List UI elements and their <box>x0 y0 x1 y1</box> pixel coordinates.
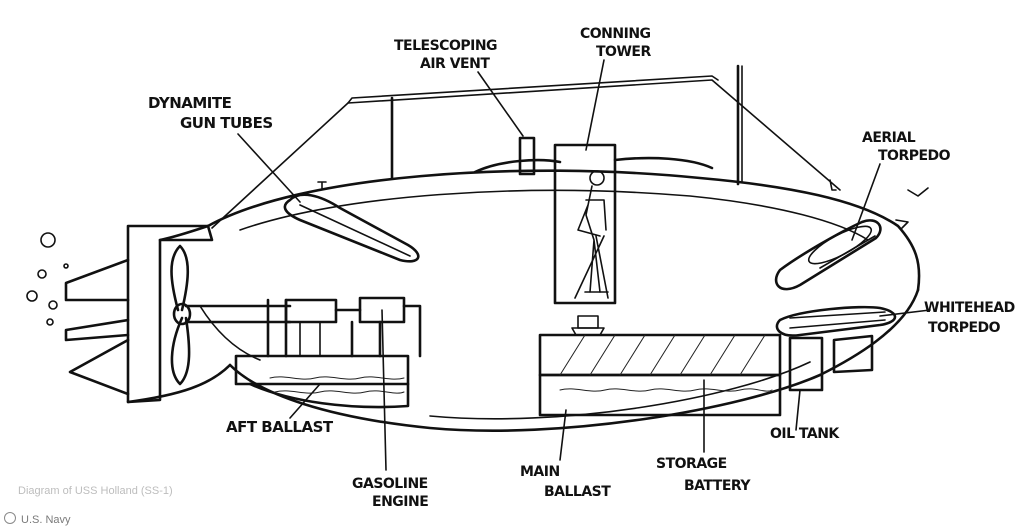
pilot-figure <box>574 170 609 299</box>
label-conning-line2: TOWER <box>596 44 651 60</box>
bubbles <box>26 232 69 326</box>
leader-lines <box>237 59 931 471</box>
whitehead-torpedo <box>775 305 897 337</box>
oil-tank <box>788 334 874 392</box>
label-gasoline-line1: GASOLINE <box>352 476 428 492</box>
aerial-torpedo <box>774 219 882 291</box>
copyright-icon <box>4 512 16 524</box>
label-aerial-line2: TORPEDO <box>878 148 951 164</box>
label-whitehead-line2: TORPEDO <box>928 320 1001 336</box>
label-oil-tank: OIL TANK <box>770 426 840 442</box>
air-vent <box>473 136 562 176</box>
label-conning-line1: CONNING <box>580 26 651 42</box>
label-storage-line2: BATTERY <box>684 478 751 494</box>
dynamite-gun-tube <box>283 193 420 263</box>
figure-caption: Diagram of USS Holland (SS-1) <box>18 485 173 497</box>
gasoline-engine <box>234 296 422 386</box>
stern-rudder <box>64 224 214 404</box>
label-storage-line1: STORAGE <box>656 456 727 472</box>
label-vent-line2: AIR VENT <box>420 56 490 72</box>
image-credit: U.S. Navy <box>4 512 71 526</box>
label-aft-ballast: AFT BALLAST <box>226 418 334 436</box>
label-dynamite-line1: DYNAMITE <box>148 94 232 112</box>
main-ballast-tank <box>538 315 782 417</box>
label-aerial-line1: AERIAL <box>862 130 916 146</box>
label-main-line1: MAIN <box>520 464 560 480</box>
labels: DYNAMITE GUN TUBES TELESCOPING AIR VENT … <box>148 26 1015 510</box>
label-dynamite-line2: GUN TUBES <box>180 114 273 132</box>
conning-tower <box>553 143 714 305</box>
label-whitehead-line1: WHITEHEAD <box>924 300 1015 316</box>
rigging-wires <box>211 64 841 229</box>
credit-text: U.S. Navy <box>21 514 71 526</box>
battery-hatching <box>559 334 766 376</box>
label-vent-line1: TELESCOPING <box>394 38 497 54</box>
aft-ballast-tank <box>248 376 410 409</box>
label-main-line2: BALLAST <box>544 484 611 500</box>
label-gasoline-line2: ENGINE <box>372 494 428 510</box>
propeller <box>170 244 292 386</box>
